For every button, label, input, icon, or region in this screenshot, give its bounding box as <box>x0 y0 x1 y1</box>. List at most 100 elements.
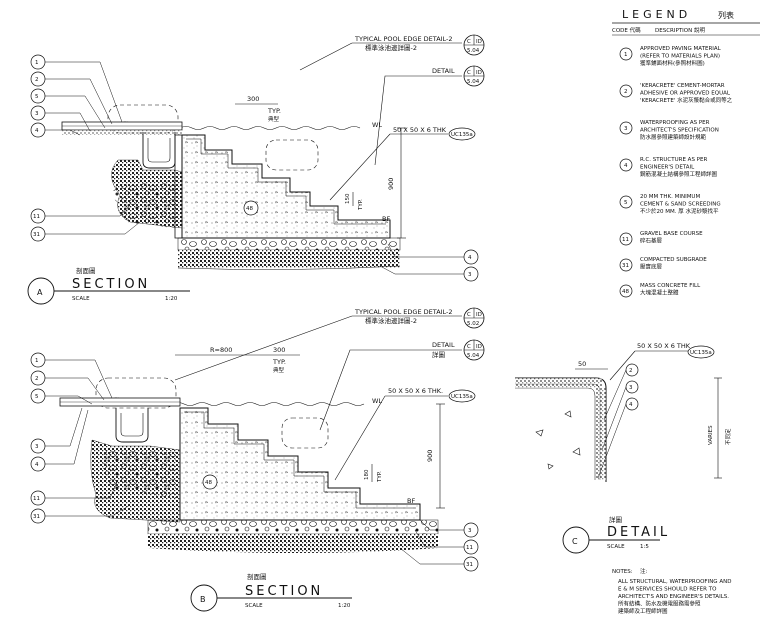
detail-c-angle-label: 50 X 50 X 6 THK <box>637 342 691 350</box>
callout-31[interactable]: 31 <box>30 508 46 524</box>
callout-2[interactable]: 2 <box>30 370 46 386</box>
section-b-angle-code[interactable]: UC135a <box>448 389 476 403</box>
svg-text:C: C <box>467 39 471 45</box>
svg-text:UC135a: UC135a <box>451 394 473 400</box>
section-b-callouts-right: 3 11 31 <box>399 519 479 572</box>
section-b-detail-tag[interactable]: C ID 5.04 <box>463 339 485 361</box>
legend-code-circle <box>619 284 633 298</box>
section-a-title-block: A 剖面圖 SECTION SCALE 1:20 <box>27 266 190 305</box>
section-a-detail-tag[interactable]: C ID 5.04 <box>463 65 485 87</box>
svg-text:TYP.: TYP. <box>267 107 281 115</box>
callout-5[interactable]: 5 <box>30 388 46 404</box>
legend-code-circle <box>619 121 633 135</box>
svg-text:4: 4 <box>468 255 472 261</box>
legend-description-line: APPROVED PAVING MATERIAL <box>640 46 722 52</box>
legend-description-line: 獲準鋪面材料(參照材料圖) <box>640 59 705 67</box>
svg-text:48: 48 <box>246 206 253 212</box>
detail-c-title-block: C 詳圖 DETAIL SCALE 1:5 <box>562 515 667 554</box>
callout-11[interactable]: 11 <box>30 490 46 506</box>
legend-description-line: 大塊混凝土整體 <box>640 289 679 297</box>
svg-text:900: 900 <box>426 450 434 462</box>
section-a: TYPICAL POOL EDGE DETAIL-2 標準泳池邊詳圖-2 C I… <box>27 34 485 305</box>
callout-11[interactable]: 11 <box>30 208 46 224</box>
svg-text:C: C <box>467 344 471 350</box>
legend-title: LEGEND <box>622 8 691 21</box>
detail-c-angle-code[interactable]: UC135a <box>687 345 715 359</box>
svg-text:UC135a: UC135a <box>690 350 712 356</box>
section-a-callouts-left: 1 2 5 3 4 11 31 <box>30 54 141 242</box>
callout-3[interactable]: 3 <box>30 438 46 454</box>
section-a-fill-code[interactable]: 48 <box>243 200 259 216</box>
svg-text:50 X 50 X 6 THK.: 50 X 50 X 6 THK. <box>388 387 443 395</box>
callout-3[interactable]: 3 <box>463 522 479 538</box>
legend-code: 3 <box>624 126 628 132</box>
callout-31[interactable]: 31 <box>30 226 46 242</box>
legend-description-line: ARCHITECT'S SPECIFICATION <box>640 128 719 134</box>
svg-text:3: 3 <box>629 385 633 391</box>
callout-2[interactable]: 2 <box>625 363 639 377</box>
svg-text:C: C <box>467 70 471 76</box>
legend-code: 48 <box>622 289 629 295</box>
legend-code-circle <box>619 84 633 98</box>
callout-4[interactable]: 4 <box>463 249 479 265</box>
section-a-title: SECTION <box>72 277 150 292</box>
callout-4[interactable]: 4 <box>30 122 46 138</box>
section-a-dim-900: 900 <box>387 178 395 190</box>
svg-text:50: 50 <box>578 360 586 368</box>
legend-description-line: ENGINEER'S DETAIL <box>640 165 695 171</box>
svg-text:1: 1 <box>35 358 39 364</box>
callout-1[interactable]: 1 <box>30 352 46 368</box>
legend-code: 5 <box>624 200 628 206</box>
callout-2[interactable]: 2 <box>30 71 46 87</box>
legend-code: 11 <box>622 237 629 243</box>
callout-1[interactable]: 1 <box>30 54 46 70</box>
legend: LEGEND 列表 CODE 代碼 DESCRIPTION 說明 1APPROV… <box>612 8 760 298</box>
svg-text:列表: 列表 <box>718 10 734 20</box>
svg-text:2: 2 <box>35 376 39 382</box>
callout-4[interactable]: 4 <box>625 397 639 411</box>
svg-text:C: C <box>467 312 471 318</box>
svg-text:180: 180 <box>364 469 370 480</box>
legend-description-line: COMPACTED SUBGRADE <box>640 257 707 263</box>
section-b-ref-tag[interactable]: C ID 5.02 <box>463 307 485 329</box>
legend-description-line: R.C. STRUCTURE AS PER <box>640 157 707 163</box>
callout-5[interactable]: 5 <box>30 88 46 104</box>
section-b-fill-code[interactable]: 48 <box>202 474 218 490</box>
svg-text:注:: 注: <box>640 567 648 575</box>
svg-text:4: 4 <box>35 462 39 468</box>
svg-text:WL: WL <box>372 121 382 129</box>
callout-3[interactable]: 3 <box>625 380 639 394</box>
legend-description-line: 鋼筋混凝土結構參照工程師詳圖 <box>640 170 718 178</box>
legend-description-line: 碎石基層 <box>640 237 662 245</box>
callout-3[interactable]: 3 <box>463 266 479 282</box>
svg-text:11: 11 <box>33 496 40 502</box>
svg-text:TYP.: TYP. <box>358 199 364 211</box>
section-a-dim-300: 300 <box>247 95 259 103</box>
legend-description-line: 不少於20 MM. 厚 水泥砂漿找平 <box>640 207 719 215</box>
svg-text:BF: BF <box>382 215 390 223</box>
callout-3[interactable]: 3 <box>30 105 46 121</box>
svg-text:4: 4 <box>629 402 633 408</box>
legend-code-circle <box>619 47 633 61</box>
svg-text:31: 31 <box>466 562 473 568</box>
section-a-ref-tag[interactable]: C ID 5.04 <box>463 34 485 56</box>
svg-text:5: 5 <box>35 94 39 100</box>
callout-4[interactable]: 4 <box>30 456 46 472</box>
legend-description-line: 壓實底層 <box>640 263 662 271</box>
svg-text:剖面圖: 剖面圖 <box>76 266 96 275</box>
notes-line: ARCHITECT'S AND ENGINEER'S DETAILS. <box>618 594 729 600</box>
svg-text:2: 2 <box>629 368 633 374</box>
callout-31[interactable]: 31 <box>463 556 479 572</box>
svg-text:ID: ID <box>476 344 482 350</box>
section-a-angle-code[interactable]: UC135a <box>448 127 476 141</box>
svg-text:3: 3 <box>468 528 472 534</box>
callout-11[interactable]: 11 <box>463 539 479 555</box>
legend-description-line: ADHESIVE OR APPROVED EQUAL <box>640 91 731 97</box>
